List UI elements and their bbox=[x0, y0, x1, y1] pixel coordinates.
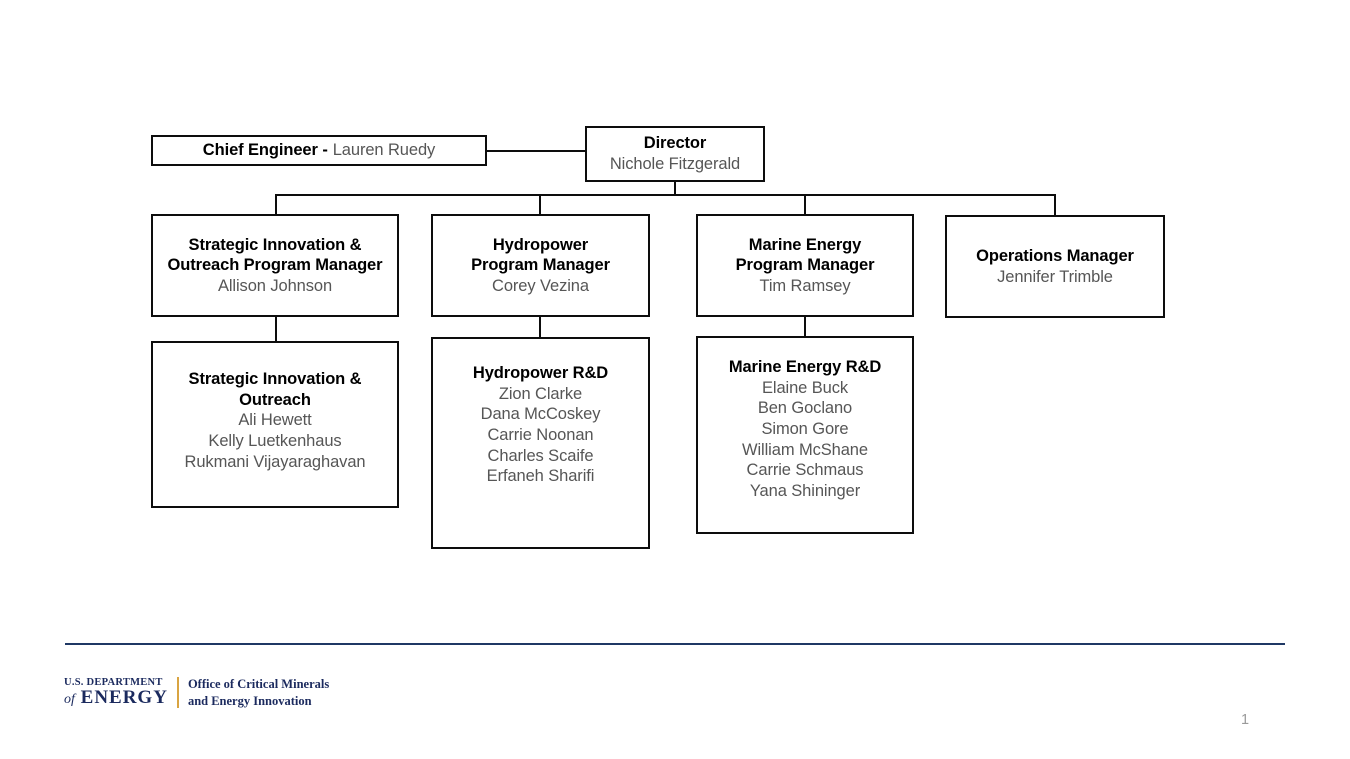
team-roster: Elaine Buck Ben Goclano Simon Gore Willi… bbox=[742, 378, 868, 502]
connector-manager-bus bbox=[275, 194, 1056, 196]
team-title-line-1: Marine Energy R&D bbox=[728, 358, 882, 376]
doe-logo-divider bbox=[176, 677, 179, 708]
team-member: Dana McCoskey bbox=[480, 405, 601, 424]
doe-energy-word: ENERGY bbox=[80, 687, 168, 709]
team-title-line-2: Outreach bbox=[239, 390, 311, 409]
team-roster: Zion Clarke Dana McCoskey Carrie Noonan … bbox=[481, 384, 601, 487]
connector-marine-energy-to-team bbox=[804, 317, 806, 336]
team-box-strategic-innovation-outreach[interactable]: Strategic Innovation & Outreach Ali Hewe… bbox=[151, 341, 399, 508]
team-title-line-1: Hydropower R&D bbox=[472, 364, 609, 382]
connector-drop-strategic-innovation bbox=[275, 194, 277, 215]
connector-drop-hydropower bbox=[539, 194, 541, 215]
team-member: Carrie Schmaus bbox=[746, 461, 864, 480]
manager-name: Corey Vezina bbox=[492, 276, 589, 295]
doe-energy-line: of ENERGY bbox=[64, 688, 168, 707]
connector-drop-marine-energy bbox=[804, 194, 806, 215]
doe-office-name: Office of Critical Minerals and Energy I… bbox=[179, 676, 329, 709]
team-member: Ben Goclano bbox=[757, 399, 853, 418]
manager-title-line-1: Marine Energy bbox=[748, 235, 862, 254]
manager-title-line-1: Operations Manager bbox=[976, 246, 1134, 265]
chief-engineer-box[interactable]: Chief Engineer - Lauren Ruedy bbox=[151, 135, 487, 166]
manager-box-operations[interactable]: Operations Manager Jennifer Trimble bbox=[945, 215, 1165, 318]
team-box-marine-energy-rd[interactable]: Marine Energy R&D Elaine Buck Ben Goclan… bbox=[696, 336, 914, 534]
doe-logo: U.S. DEPARTMENT of ENERGY Office of Crit… bbox=[64, 676, 329, 709]
team-member: Yana Shininger bbox=[749, 481, 861, 500]
director-box[interactable]: Director Nichole Fitzgerald bbox=[585, 126, 765, 182]
footer-divider-rule bbox=[65, 643, 1285, 645]
doe-of-word: of bbox=[64, 692, 75, 708]
team-title-line-1: Strategic Innovation & bbox=[188, 370, 362, 388]
team-member: Erfaneh Sharifi bbox=[486, 467, 595, 486]
team-roster: Ali Hewett Kelly Luetkenhaus Rukmani Vij… bbox=[185, 410, 366, 472]
team-member: William McShane bbox=[742, 440, 868, 459]
team-member: Charles Scaife bbox=[487, 446, 594, 465]
chief-engineer-title: Chief Engineer - bbox=[202, 141, 328, 160]
connector-hydropower-to-team bbox=[539, 317, 541, 337]
manager-title-line-2: Outreach Program Manager bbox=[167, 256, 383, 275]
manager-box-strategic-innovation[interactable]: Strategic Innovation & Outreach Program … bbox=[151, 214, 399, 317]
team-box-hydropower-rd[interactable]: Hydropower R&D Zion Clarke Dana McCoskey… bbox=[431, 337, 650, 549]
doe-logo-wordmark: U.S. DEPARTMENT of ENERGY bbox=[64, 676, 177, 707]
team-member: Zion Clarke bbox=[498, 384, 583, 403]
manager-box-marine-energy[interactable]: Marine Energy Program Manager Tim Ramsey bbox=[696, 214, 914, 317]
manager-name: Allison Johnson bbox=[217, 276, 333, 295]
director-name: Nichole Fitzgerald bbox=[609, 155, 741, 173]
manager-name: Tim Ramsey bbox=[759, 276, 851, 295]
manager-title-line-2: Program Manager bbox=[471, 256, 610, 275]
manager-title-line-1: Hydropower bbox=[492, 235, 589, 254]
team-member: Carrie Noonan bbox=[487, 425, 594, 444]
manager-box-hydropower[interactable]: Hydropower Program Manager Corey Vezina bbox=[431, 214, 650, 317]
team-member: Rukmani Vijayaraghavan bbox=[184, 452, 366, 471]
team-member: Simon Gore bbox=[761, 419, 849, 438]
page-number: 1 bbox=[1240, 712, 1250, 728]
connector-director-stem bbox=[674, 182, 676, 196]
connector-drop-operations bbox=[1054, 194, 1056, 215]
manager-title-line-1: Strategic Innovation & bbox=[188, 235, 362, 254]
chief-engineer-name: Lauren Ruedy bbox=[332, 141, 436, 160]
connector-strategic-innovation-to-team bbox=[275, 317, 277, 341]
team-member: Kelly Luetkenhaus bbox=[208, 431, 342, 450]
team-member: Ali Hewett bbox=[238, 411, 312, 430]
connector-chief-engineer-to-director bbox=[487, 150, 585, 152]
doe-office-line-2: and Energy Innovation bbox=[187, 693, 312, 708]
team-member: Elaine Buck bbox=[761, 378, 849, 397]
doe-department-line: U.S. DEPARTMENT bbox=[64, 676, 163, 688]
manager-name: Jennifer Trimble bbox=[997, 267, 1113, 286]
manager-title-line-2: Program Manager bbox=[735, 256, 875, 275]
doe-office-line-1: Office of Critical Minerals bbox=[187, 677, 330, 691]
director-title: Director bbox=[643, 134, 707, 153]
